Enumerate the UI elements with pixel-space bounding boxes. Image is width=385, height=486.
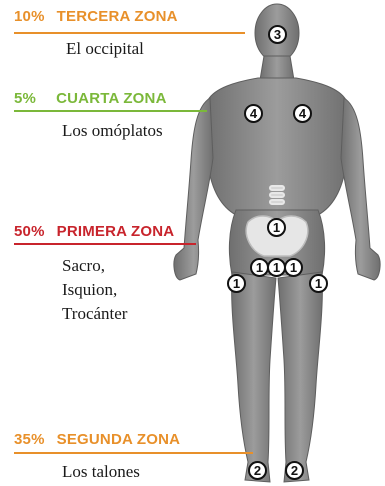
zone-primera-heading: 50% PRIMERA ZONA [14,223,174,240]
neck [259,55,295,81]
zone-primera-percent: 50% [14,223,45,240]
zone-cuarta-desc-line: Los omóplatos [62,121,163,140]
marker-shoulder-blade-right: 4 [293,104,312,123]
vertebra [269,185,285,191]
left-arm [173,97,214,281]
zone-primera-desc-line: Trocánter [62,304,128,323]
marker-shoulder-blade-left: 4 [244,104,263,123]
right-arm [340,97,381,281]
zone-primera: 50% PRIMERA ZONA Sacro, Isquion, Trocánte… [14,223,174,326]
right-leg [277,271,323,483]
left-leg [231,271,277,483]
marker-heel-left: 2 [248,461,267,480]
zone-primera-name: PRIMERA ZONA [56,223,175,240]
marker-sacrum: 1 [267,218,286,237]
zone-segunda-heading: 35% SEGUNDA ZONA [14,431,180,448]
zone-segunda-description: Los talones [62,461,180,482]
zone-segunda-name: SEGUNDA ZONA [56,431,181,448]
zone-primera-description: Sacro, Isquion, Trocánter [62,254,174,326]
marker-trochanter-left: 1 [227,274,246,293]
zone-tercera-percent: 10% [14,8,45,25]
vertebra [269,199,285,205]
zone-cuarta-percent: 5% [14,90,37,107]
zone-segunda-desc-line: Los talones [62,462,140,481]
marker-ischium-right: 1 [284,258,303,277]
zone-segunda-percent: 35% [14,431,45,448]
zone-cuarta-heading: 5% CUARTA ZONA [14,90,167,107]
zone-cuarta: 5% CUARTA ZONA Los omóplatos [14,90,167,141]
zone-tercera-desc-line: El occipital [66,39,144,58]
marker-heel-right: 2 [285,461,304,480]
zone-tercera-description: El occipital [66,38,178,59]
zone-segunda: 35% SEGUNDA ZONA Los talones [14,431,180,482]
zone-tercera-name: TERCERA ZONA [56,8,178,25]
marker-trochanter-right: 1 [309,274,328,293]
zone-tercera-heading: 10% TERCERA ZONA [14,8,178,25]
marker-head-occipital: 3 [268,25,287,44]
zone-tercera: 10% TERCERA ZONA El occipital [14,8,178,59]
vertebra [269,192,285,198]
zone-primera-desc-line: Sacro, [62,256,105,275]
zone-cuarta-description: Los omóplatos [62,120,167,141]
zone-primera-desc-line: Isquion, [62,280,118,299]
zone-cuarta-name: CUARTA ZONA [56,90,167,107]
